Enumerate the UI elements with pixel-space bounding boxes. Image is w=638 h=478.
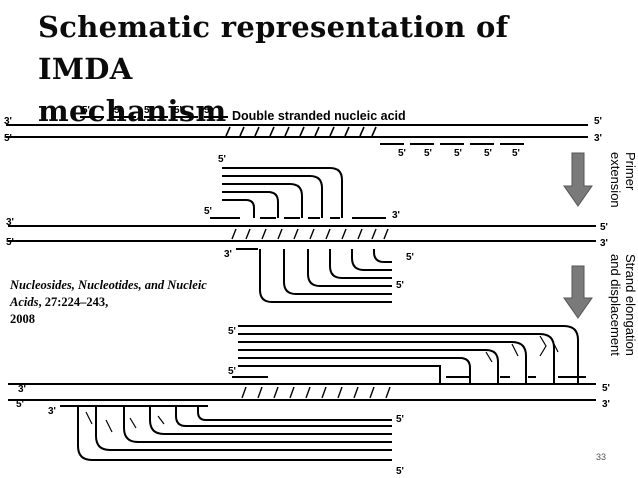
page-number: 33	[596, 452, 607, 462]
primer-5prime-label: 5'	[82, 105, 90, 116]
citation-year: 2008	[10, 312, 35, 326]
primer-5prime-label: 5'	[398, 148, 406, 159]
label-5prime: 5'	[600, 222, 608, 233]
primer-5prime-label: 5'	[424, 148, 432, 159]
step-strand-line2: and displacement	[608, 254, 623, 356]
label-5prime: 5'	[218, 154, 226, 165]
step-primer-line1: Primer	[623, 152, 638, 191]
primer-5prime-label: 5'	[114, 105, 122, 116]
citation-details: , 27:224–243,	[38, 295, 109, 309]
label-3prime: 3'	[6, 217, 14, 228]
citation-journal: Nucleosides, Nucleotides, and Nucleic Ac…	[10, 278, 207, 309]
primer-5prime-label: 5'	[174, 105, 182, 116]
stage-1	[6, 116, 588, 145]
primer-5prime-label: 5'	[512, 148, 520, 159]
label-3prime: 3'	[4, 116, 12, 127]
label-5prime: 5'	[406, 252, 414, 263]
primer-5prime-label: 5'	[144, 105, 152, 116]
slide-title-line1: Schematic representation of IMDA	[38, 10, 509, 86]
label-5prime: 5'	[228, 366, 236, 377]
label-3prime: 3'	[48, 406, 56, 417]
citation: Nucleosides, Nucleotides, and Nucleic Ac…	[10, 277, 220, 328]
arrow-down-icon	[563, 265, 593, 319]
label-3prime: 3'	[600, 238, 608, 249]
dsna-header: Double stranded nucleic acid	[232, 109, 406, 123]
label-3prime: 3'	[18, 384, 26, 395]
stage-2	[8, 167, 596, 303]
label-5prime: 5'	[594, 116, 602, 127]
label-3prime: 3'	[594, 133, 602, 144]
step-primer-line2: extension	[608, 152, 623, 208]
label-5prime: 5'	[602, 383, 610, 394]
label-3prime: 3'	[602, 399, 610, 410]
label-5prime: 5'	[396, 414, 404, 425]
label-5prime: 5'	[228, 326, 236, 337]
label-3prime: 3'	[224, 249, 232, 260]
stage-3	[8, 325, 596, 461]
slide-title-line2: mechanism	[38, 94, 227, 128]
label-5prime: 5'	[6, 237, 14, 248]
step-strand-line1: Strand elongation	[623, 254, 638, 356]
label-5prime: 5'	[4, 133, 12, 144]
primer-5prime-label: 5'	[204, 105, 212, 116]
label-5prime: 5'	[204, 206, 212, 217]
label-3prime: 3'	[392, 210, 400, 221]
label-5prime: 5'	[396, 280, 404, 291]
slide-title: Schematic representation of IMDA mechani…	[38, 6, 598, 132]
label-5prime: 5'	[396, 466, 404, 477]
arrow-down-icon	[563, 152, 593, 207]
label-5prime: 5'	[16, 399, 24, 410]
primer-5prime-label: 5'	[484, 148, 492, 159]
primer-5prime-label: 5'	[454, 148, 462, 159]
